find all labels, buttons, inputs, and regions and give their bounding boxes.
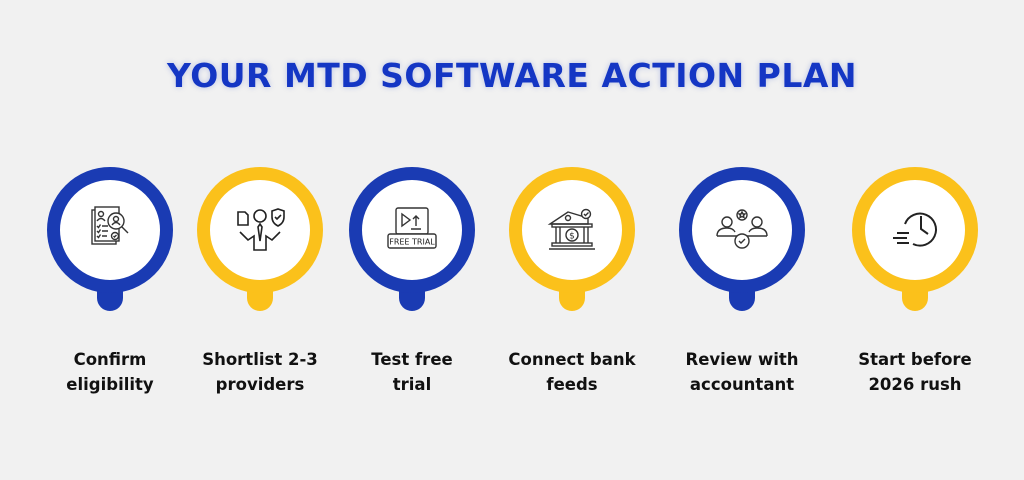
pin-ring: $	[509, 167, 635, 293]
team-review-icon	[714, 202, 770, 258]
pin-marker	[852, 167, 978, 313]
pin-ring	[197, 167, 323, 293]
fast-clock-icon	[887, 202, 943, 258]
pin-marker	[197, 167, 323, 313]
pin-ring: FREE TRIAL	[349, 167, 475, 293]
pin-marker: $	[509, 167, 635, 313]
pin-ring	[679, 167, 805, 293]
pin-ring	[47, 167, 173, 293]
svg-text:$: $	[569, 232, 575, 242]
document-search-icon	[82, 202, 138, 258]
page-title: YOUR MTD SOFTWARE ACTION PLAN	[166, 56, 858, 95]
bank-icon: $	[544, 202, 600, 258]
person-choice-icon	[232, 202, 288, 258]
svg-text:FREE TRIAL: FREE TRIAL	[389, 238, 435, 247]
pin-ring	[852, 167, 978, 293]
pin-marker	[47, 167, 173, 313]
pin-marker	[679, 167, 805, 313]
pin-marker: FREE TRIAL	[349, 167, 475, 313]
free-trial-icon: FREE TRIAL	[384, 202, 440, 258]
